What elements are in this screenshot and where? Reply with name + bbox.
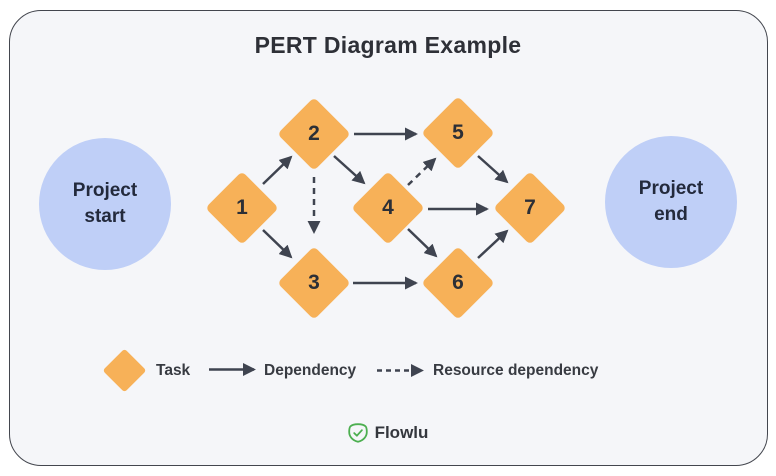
task-node-4: 4 (351, 171, 425, 245)
project-start-node: Project start (39, 138, 171, 270)
project-end-node: Project end (605, 136, 737, 268)
task-node-label: 3 (308, 271, 320, 294)
task-node-label: 1 (236, 196, 248, 219)
task-node-2: 2 (277, 97, 351, 171)
project-start-label: Project start (72, 180, 138, 227)
task-node-3: 3 (277, 246, 351, 320)
legend-task-diamond-icon (102, 348, 147, 393)
task-node-label: 4 (382, 196, 394, 219)
task-node-label: 7 (524, 196, 536, 219)
legend-dependency-arrow-icon (209, 363, 256, 376)
shield-check-icon (347, 423, 368, 443)
task-node-5: 5 (421, 96, 495, 170)
legend-dependency-label: Dependency (264, 362, 357, 379)
task-node-7: 7 (493, 171, 567, 245)
legend-resource-dependency-label: Resource dependency (433, 362, 599, 379)
brand-name: Flowlu (374, 423, 429, 442)
task-node-1: 1 (205, 171, 279, 245)
brand-footer: Flowlu (0, 423, 776, 443)
legend-task-label: Task (156, 362, 191, 379)
task-node-label: 5 (452, 121, 464, 144)
diagram-title: PERT Diagram Example (254, 32, 522, 58)
task-node-6: 6 (421, 246, 495, 320)
task-node-label: 6 (452, 271, 464, 294)
legend-resource-dependency-arrow-icon (377, 364, 424, 377)
task-node-label: 2 (308, 122, 320, 145)
project-end-label: Project end (638, 178, 704, 225)
